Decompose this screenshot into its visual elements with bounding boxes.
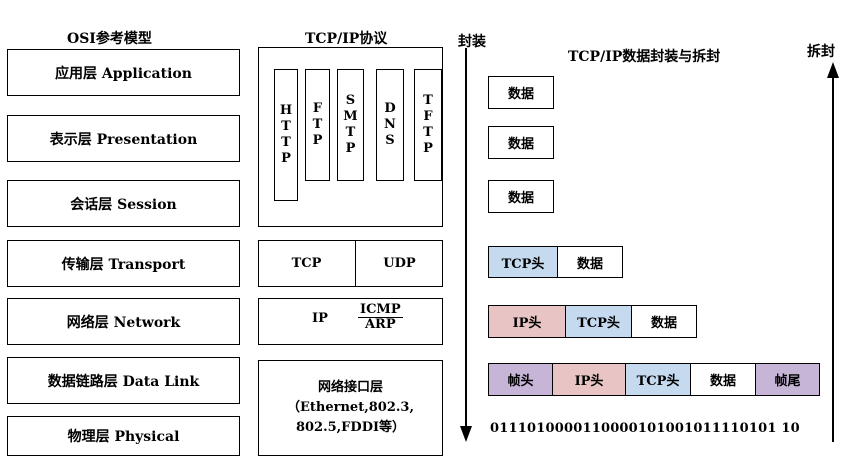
- encapsulation-label: 封装: [458, 34, 486, 50]
- osi-model-title: OSI参考模型: [67, 31, 152, 47]
- encap-frame-header: 帧头: [488, 363, 553, 396]
- protocol-udp: UDP: [383, 256, 416, 271]
- encap-data-transport: 数据: [557, 246, 623, 278]
- physical-bit-stream: 0111010000110000101001011110101 10: [490, 421, 800, 436]
- netif-standards-2: 802.5,FDDI等）: [295, 420, 406, 435]
- protocol-tcp: TCP: [291, 256, 322, 271]
- encap-data-presentation: 数据: [488, 126, 554, 159]
- netif-title: 网络接口层: [317, 380, 383, 395]
- osi-layer-network: 网络层 Network: [7, 298, 240, 345]
- encap-data-link: 数据: [690, 363, 756, 396]
- osi-layer-application: 应用层 Application: [7, 49, 240, 96]
- encap-tcp-header-transport: TCP头: [488, 246, 558, 278]
- encap-data-app: 数据: [488, 76, 554, 109]
- netif-standards-1: （Ethernet,802.3,: [287, 400, 414, 415]
- encap-data-network: 数据: [631, 305, 697, 338]
- decapsulation-label: 拆封: [807, 44, 835, 60]
- osi-layer-data-link: 数据链路层 Data Link: [7, 357, 240, 404]
- osi-layer-session: 会话层 Session: [7, 180, 240, 227]
- encap-ip-header-link: IP头: [552, 363, 626, 396]
- osi-layer-physical: 物理层 Physical: [7, 416, 240, 456]
- encap-tcp-header-network: TCP头: [565, 305, 632, 338]
- osi-layer-presentation: 表示层 Presentation: [7, 115, 240, 162]
- encap-ip-header-network: IP头: [488, 305, 566, 338]
- encap-tcp-header-link: TCP头: [625, 363, 691, 396]
- network-interface-box: 网络接口层 （Ethernet,802.3, 802.5,FDDI等）: [258, 360, 443, 456]
- protocol-ip: IP: [312, 311, 328, 326]
- transport-divider: [355, 240, 356, 287]
- encap-data-session: 数据: [488, 180, 554, 213]
- transport-protocols-box: [258, 240, 443, 287]
- tcpip-protocol-title: TCP/IP协议: [305, 31, 388, 47]
- protocol-icmp: ICMP: [358, 302, 403, 318]
- osi-layer-transport: 传输层 Transport: [7, 240, 240, 287]
- application-protocols-box: [258, 47, 443, 227]
- encapsulation-arrow: [460, 48, 472, 442]
- encap-frame-trailer: 帧尾: [755, 363, 820, 396]
- network-protocols-box: [258, 298, 443, 345]
- protocol-arp: ARP: [364, 317, 396, 332]
- decapsulation-arrow: [827, 62, 839, 442]
- encap-decap-title: TCP/IP数据封装与拆封: [568, 49, 721, 65]
